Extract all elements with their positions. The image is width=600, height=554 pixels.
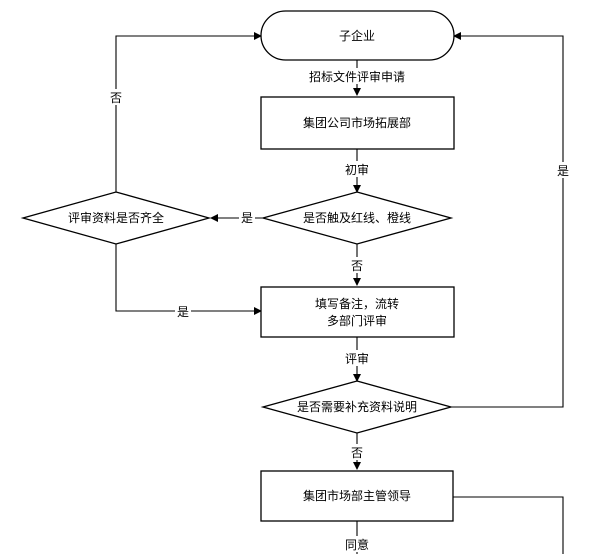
label-touch-yes: 是	[241, 211, 253, 225]
node-touch-line-check	[260, 191, 454, 245]
edge-docs-back-to-subsidiary	[115, 32, 262, 192]
node-docs-complete-check-label: 评审资料是否齐全	[68, 210, 164, 225]
label-docs-incomplete: 否	[110, 91, 122, 105]
label-review: 评审	[345, 351, 369, 366]
label-supplement-no: 否	[351, 446, 363, 460]
node-fill-remarks	[260, 286, 455, 338]
label-bid-application: 招标文件评审申请	[309, 69, 405, 84]
node-fill-remarks-label-1: 填写备注，流转	[315, 296, 399, 311]
label-docs-complete: 是	[177, 305, 189, 319]
edge-supplement-back-to-subsidiary	[451, 32, 564, 408]
node-subsidiary-label: 子企业	[339, 28, 375, 43]
label-touch-no: 否	[351, 259, 363, 273]
label-initial-review: 初审	[345, 162, 369, 177]
node-need-supplement-check-label: 是否需要补充资料说明	[297, 399, 417, 414]
node-dept-leader-label: 集团市场部主管领导	[303, 488, 411, 503]
node-need-supplement-check	[260, 380, 454, 434]
edge-docs-to-remarks	[115, 244, 262, 315]
label-supplement-yes: 是	[557, 164, 569, 178]
node-fill-remarks-label-2: 多部门评审	[327, 313, 387, 328]
label-agree: 同意	[345, 537, 369, 552]
node-dept-leader	[260, 470, 454, 522]
node-docs-complete-check	[20, 191, 212, 245]
node-subsidiary	[260, 10, 455, 61]
node-marketing-dept-label: 集团公司市场拓展部	[303, 115, 411, 130]
node-touch-line-check-label: 是否触及红线、橙线	[303, 210, 411, 225]
node-marketing-dept	[260, 96, 455, 150]
edge-leader-right-continue	[453, 496, 564, 554]
